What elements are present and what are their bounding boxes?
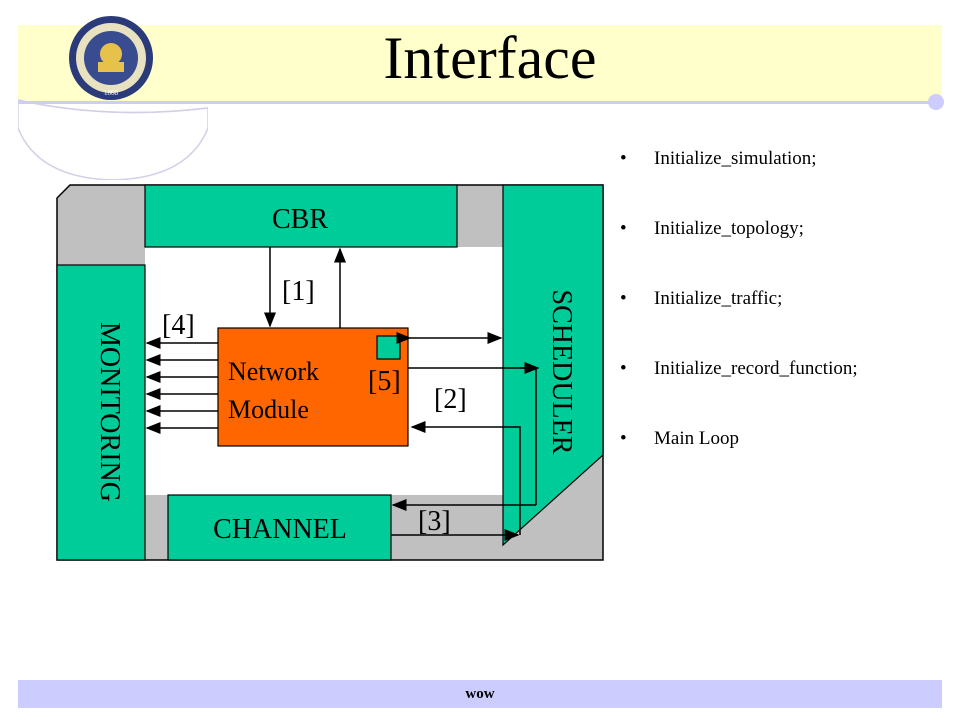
university-seal-icon: 1868	[18, 16, 208, 180]
network-module-line2: Module	[228, 395, 309, 424]
footer-text: wow	[465, 686, 495, 702]
record-function-square	[376, 335, 401, 360]
page-title: Interface	[383, 25, 597, 91]
bullet-item: •Initialize_traffic;	[620, 280, 940, 350]
title-band	[18, 25, 942, 102]
seal-year: 1868	[104, 89, 119, 97]
network-module-block	[217, 327, 409, 447]
title-underline-dot	[928, 94, 944, 110]
label-3: [3]	[418, 506, 451, 537]
channel-label: CHANNEL	[213, 514, 347, 545]
seal-star	[100, 43, 122, 65]
bullet-dot-icon: •	[620, 218, 627, 239]
label-5: [5]	[368, 366, 401, 397]
network-module-line1: Network	[228, 357, 319, 386]
bullet-item: •Initialize_topology;	[620, 210, 940, 280]
bullet-list: •Initialize_simulation; •Initialize_topo…	[620, 140, 940, 490]
bullet-item: •Initialize_record_function;	[620, 350, 940, 420]
bullet-item: •Initialize_simulation;	[620, 140, 940, 210]
bullet-dot-icon: •	[620, 288, 627, 309]
footer-band	[18, 680, 942, 708]
bullet-item: •Main Loop	[620, 420, 940, 490]
cbr-block	[144, 184, 458, 248]
label-2: [2]	[434, 384, 467, 415]
bullet-dot-icon: •	[620, 148, 627, 169]
scheduler-block	[502, 184, 604, 547]
bullet-dot-icon: •	[620, 428, 627, 449]
label-1: [1]	[282, 276, 315, 307]
title-underline	[18, 101, 934, 104]
cbr-label: CBR	[272, 204, 328, 235]
scheduler-label: SCHEDULER	[546, 290, 577, 455]
bullet-dot-icon: •	[620, 358, 627, 379]
seal-book	[98, 62, 124, 72]
monitoring-label: MONITORING	[94, 322, 125, 502]
channel-block	[167, 494, 392, 561]
monitoring-block	[56, 264, 146, 561]
label-4: [4]	[162, 310, 195, 341]
seal-swoosh	[18, 99, 208, 180]
arrow-scheduler-to-network	[410, 421, 521, 535]
